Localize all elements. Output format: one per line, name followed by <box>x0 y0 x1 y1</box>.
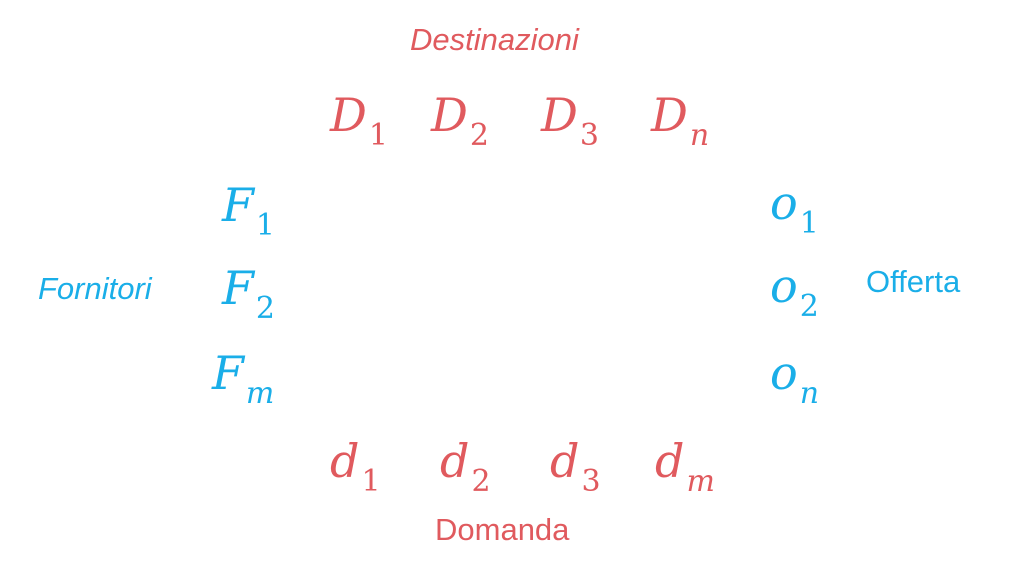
supplier-base: F <box>222 178 254 232</box>
destination-base: D <box>651 88 688 142</box>
demand-subscript: 1 <box>361 464 381 499</box>
supplier-f1: F1 <box>222 182 275 241</box>
destination-base: D <box>330 88 367 142</box>
label-fornitori: Fornitori <box>38 271 152 306</box>
supplier-base: F <box>222 261 254 315</box>
demand-subscript: 3 <box>581 464 601 499</box>
label-destinazioni: Destinazioni <box>410 22 579 57</box>
offer-subscript: n <box>799 376 820 411</box>
destination-base: D <box>431 88 468 142</box>
offer-base: o <box>770 176 798 230</box>
supplier-subscript: 1 <box>255 208 276 243</box>
destination-d1: D1 <box>330 92 388 151</box>
demand-d3: d3 <box>550 438 601 497</box>
destination-subscript: n <box>689 118 710 153</box>
demand-d1: d1 <box>330 438 381 497</box>
destination-subscript: 1 <box>368 118 388 153</box>
demand-dm: dm <box>655 438 715 497</box>
supplier-subscript: 2 <box>255 291 276 326</box>
offer-on: on <box>770 350 819 409</box>
offer-o1: o1 <box>770 180 819 239</box>
offer-subscript: 1 <box>799 206 819 241</box>
demand-base: d <box>330 434 360 488</box>
demand-base: d <box>440 434 470 488</box>
offer-base: o <box>770 259 798 313</box>
offer-subscript: 2 <box>799 289 819 324</box>
offer-o2: o2 <box>770 263 819 322</box>
destination-base: D <box>541 88 578 142</box>
demand-subscript: m <box>686 464 715 499</box>
destination-d3: D3 <box>541 92 599 151</box>
supplier-fm: Fm <box>212 350 274 409</box>
destination-subscript: 2 <box>469 118 489 153</box>
destination-subscript: 3 <box>579 118 599 153</box>
demand-base: d <box>550 434 580 488</box>
demand-d2: d2 <box>440 438 491 497</box>
supplier-subscript: m <box>245 376 275 411</box>
supplier-base: F <box>212 346 244 400</box>
destination-dn: Dn <box>651 92 709 151</box>
destination-d2: D2 <box>431 92 489 151</box>
label-domanda: Domanda <box>435 512 570 547</box>
demand-base: d <box>655 434 685 488</box>
supplier-f2: F2 <box>222 265 275 324</box>
demand-subscript: 2 <box>471 464 491 499</box>
offer-base: o <box>770 346 798 400</box>
label-offerta: Offerta <box>866 264 961 299</box>
